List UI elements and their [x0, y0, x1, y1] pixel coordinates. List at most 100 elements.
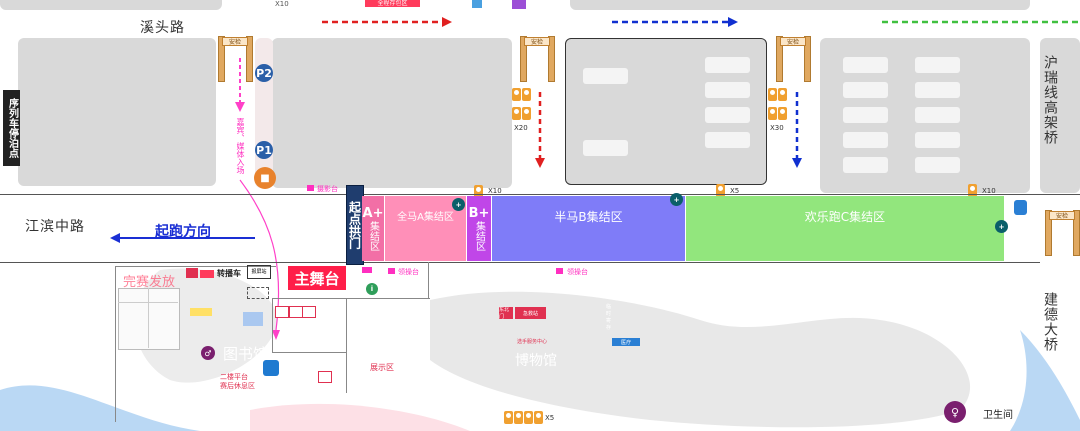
toilet-count-x5-bottom: X5 — [545, 414, 555, 422]
top-block-2 — [570, 0, 1030, 10]
security-gate-4: 安检 — [1049, 211, 1075, 220]
security-gate-3: 安检 — [780, 37, 806, 46]
block-upper-center — [272, 38, 512, 188]
blue-marker — [243, 312, 263, 326]
screen-station-label: 报屏站 — [247, 265, 271, 279]
road-xitou: 溪头路 — [140, 20, 185, 36]
broadcast-truck-icon — [200, 270, 214, 278]
finish-area-outline — [115, 266, 276, 422]
toilet-count-x10-right: X10 — [982, 187, 996, 195]
red-box — [275, 306, 289, 318]
road-jiangbin: 江滨中路 — [25, 219, 85, 235]
start-direction-arrow — [110, 233, 255, 243]
toilet-icon — [768, 88, 777, 101]
top-arrows — [322, 17, 1080, 27]
gate-post — [520, 36, 527, 82]
toilet-count-x5-top: X5 — [730, 187, 740, 195]
gate-post — [246, 36, 253, 82]
toilet-icon — [968, 184, 977, 197]
inner-rect — [843, 82, 888, 98]
toilet-icon — [522, 88, 531, 101]
inner-rect — [843, 107, 888, 123]
toilet-icon — [512, 88, 521, 101]
finish-area-title: 完赛发放 — [123, 275, 176, 290]
lead-stage-label-1: 领操台 — [398, 268, 419, 276]
medical-icon: + — [995, 220, 1008, 233]
toilet-group-x20 — [512, 86, 536, 120]
road-edge-bottom — [0, 262, 1040, 263]
toilet-icon — [716, 184, 725, 197]
toilet-group-x5-top — [716, 182, 726, 201]
gate-post — [548, 36, 555, 82]
toilet-icon — [474, 185, 483, 198]
venue-line — [272, 298, 430, 299]
toilet-icon — [514, 411, 523, 424]
zone-b-plus-sub: 集结区 — [473, 221, 485, 251]
medical-icon: + — [452, 198, 465, 211]
map-chip-2: 急救站 — [515, 307, 546, 319]
start-direction-label: 起跑方向 — [155, 224, 211, 240]
library-label: 图书馆 — [223, 345, 269, 363]
inner-rect — [705, 132, 750, 148]
photo-stage-label: 摄影台 — [317, 185, 338, 193]
toilet-group-x5-bottom — [504, 409, 544, 428]
inner-rect — [915, 132, 960, 148]
venue-line — [272, 298, 273, 353]
zone-b: 半马B集结区 — [492, 196, 685, 261]
camera-icon — [307, 185, 314, 191]
inner-rect — [843, 132, 888, 148]
security-gate-2: 安检 — [524, 37, 550, 46]
venue-line — [346, 298, 347, 393]
yellow-marker — [190, 308, 212, 316]
bus-icon: ■ — [254, 167, 276, 189]
road-hurui: 沪瑞线高架桥 — [1042, 55, 1058, 145]
toilet-icon — [522, 107, 531, 120]
camera-icon — [556, 268, 563, 274]
restroom-legend-label: 卫生间 — [983, 410, 1013, 421]
toilet-group-x10-a — [474, 183, 484, 202]
map-chip-3: 选手服务中心 — [516, 339, 547, 345]
camera-icon — [186, 268, 198, 278]
rest-area-label: 赛后休息区 — [220, 382, 255, 390]
top-block-1 — [0, 0, 222, 10]
top-purple-marker — [512, 0, 526, 9]
camera-icon — [318, 371, 332, 383]
red-box — [289, 306, 303, 318]
venue-line — [272, 352, 347, 353]
toilet-count-x10-a: X10 — [488, 187, 502, 195]
toilet-icon — [778, 107, 787, 120]
main-stage: 主舞台 — [288, 266, 346, 290]
toilet-group-x10-right — [968, 182, 978, 201]
parking-icon-p1: P1 — [255, 141, 273, 159]
camera-icon — [388, 268, 395, 274]
info-icon: i — [366, 283, 378, 295]
parking-icon-p2: P2 — [255, 64, 273, 82]
storage-area: 全程存包区 — [365, 0, 420, 7]
parking-sequence-sign: 序列车停泊点 — [3, 90, 20, 166]
toilet-icon — [504, 411, 513, 424]
museum-label: 博物馆 — [515, 353, 557, 369]
zone-c-label: 欢乐跑C集结区 — [804, 210, 886, 224]
zone-b-label: 半马B集结区 — [554, 210, 623, 224]
inner-rect — [915, 57, 960, 73]
security-gate-1: 安检 — [222, 37, 248, 46]
screen-box — [247, 287, 269, 299]
gate-post — [218, 36, 225, 82]
zone-b-plus: B+ 集结区 — [467, 196, 491, 261]
toilet-icon — [778, 88, 787, 101]
restroom-icon: ♂ — [201, 346, 215, 360]
road-jiande: 建德大桥 — [1042, 292, 1058, 352]
zone-a-plus: A+ 集结区 — [362, 196, 384, 261]
block-upper-left — [18, 38, 216, 186]
road-edge-top — [0, 194, 1080, 195]
map-chip-1: 东北门 — [499, 307, 513, 320]
zone-a-plus-sub: 集结区 — [367, 221, 379, 251]
toilet-count-x20: X20 — [514, 124, 528, 132]
toilet-icon — [512, 107, 521, 120]
second-floor-label: 二楼平台 — [220, 373, 248, 381]
map-chip-5: 临时寄存 — [606, 304, 611, 331]
zone-a-label: 全马A集结区 — [397, 212, 454, 223]
gate-post — [804, 36, 811, 82]
zone-c: 欢乐跑C集结区 — [686, 196, 1004, 261]
